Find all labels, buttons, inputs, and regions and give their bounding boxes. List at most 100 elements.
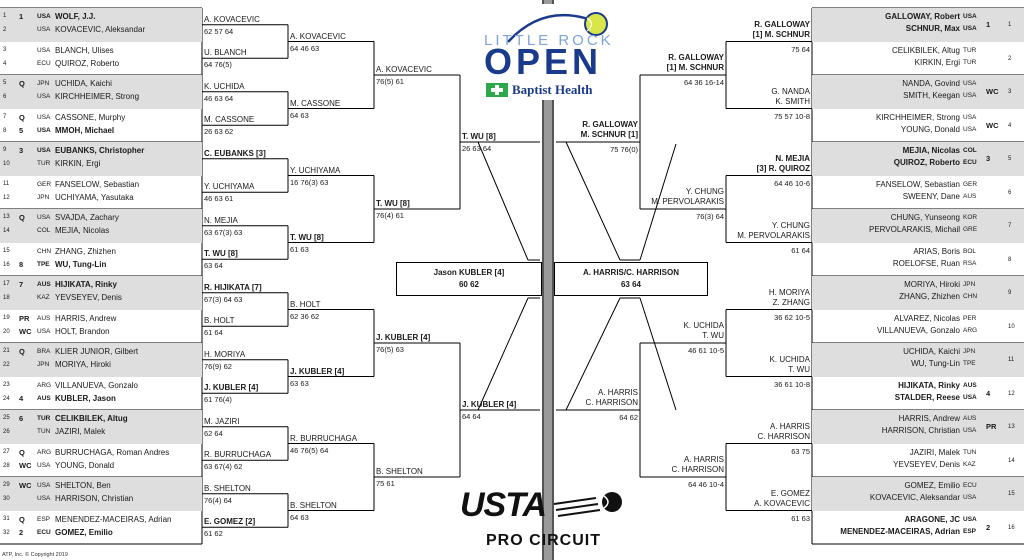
r2-winner[interactable]: N. MEJIA bbox=[204, 215, 238, 225]
r2-winner[interactable]: M. JAZIRI bbox=[204, 416, 240, 426]
team-player-name[interactable]: STALDER, Reese bbox=[894, 392, 960, 402]
player-name[interactable]: WU, Tung-Lin bbox=[55, 259, 107, 269]
qf-winner[interactable]: A. KOVACEVIC bbox=[376, 65, 432, 74]
r2-winner[interactable]: K. SMITH bbox=[775, 96, 810, 106]
qf-winner[interactable]: M. PERVOLARAKIS bbox=[651, 197, 724, 206]
player-name[interactable]: KIRCHHEIMER, Strong bbox=[55, 92, 140, 101]
r2-winner[interactable]: [1] M. SCHNUR bbox=[752, 29, 810, 39]
r2-winner[interactable]: Y. CHUNG bbox=[771, 220, 810, 230]
team-player-name[interactable]: CHUNG, Yunseong bbox=[890, 213, 960, 222]
player-name[interactable]: KIRKIN, Ergi bbox=[55, 159, 101, 168]
final-right-winner[interactable]: A. HARRIS/C. HARRISON bbox=[582, 268, 679, 277]
team-player-name[interactable]: JAZIRI, Malek bbox=[909, 447, 960, 457]
player-name[interactable]: HARRIS, Andrew bbox=[55, 313, 117, 323]
r2-winner[interactable]: K. UCHIDA bbox=[769, 354, 810, 364]
player-name[interactable]: UCHIDA, Kaichi bbox=[55, 79, 112, 88]
r2-winner[interactable]: J. KUBLER [4] bbox=[204, 383, 259, 393]
r3-winner[interactable]: M. CASSONE bbox=[290, 98, 341, 108]
player-name[interactable]: BLANCH, Ulises bbox=[55, 45, 114, 55]
r3-winner[interactable]: J. KUBLER [4] bbox=[290, 366, 345, 376]
team-player-name[interactable]: ALVAREZ, Nicolas bbox=[894, 313, 960, 323]
r2-winner[interactable]: K. UCHIDA bbox=[204, 81, 245, 91]
team-player-name[interactable]: ROELOFSE, Ruan bbox=[892, 258, 960, 268]
team-player-name[interactable]: WU, Tung-Lin bbox=[911, 359, 960, 368]
final-left-winner[interactable]: Jason KUBLER [4] bbox=[433, 268, 505, 277]
r3-winner[interactable]: R. BURRUCHAGA bbox=[290, 433, 358, 443]
r2-winner[interactable]: A. KOVACEVIC bbox=[204, 14, 260, 24]
player-name[interactable]: WOLF, J.J. bbox=[55, 12, 96, 21]
player-name[interactable]: ZHANG, Zhizhen bbox=[55, 246, 116, 256]
player-name[interactable]: MENENDEZ-MACEIRAS, Adrian bbox=[55, 514, 172, 524]
qf-winner[interactable]: A. HARRIS bbox=[683, 455, 724, 464]
player-name[interactable]: MEJIA, Nicolas bbox=[55, 226, 110, 235]
r2-winner[interactable]: N. MEJIA bbox=[775, 153, 810, 163]
qf-winner[interactable]: C. HARRISON bbox=[671, 465, 724, 474]
team-player-name[interactable]: MORIYA, Hiroki bbox=[904, 280, 960, 289]
qf-winner[interactable]: [1] M. SCHNUR bbox=[666, 63, 724, 72]
team-player-name[interactable]: ARIAS, Boris bbox=[913, 246, 960, 256]
team-player-name[interactable]: HIJIKATA, Rinky bbox=[898, 380, 960, 390]
r2-winner[interactable]: E. GOMEZ [2] bbox=[204, 517, 256, 527]
player-name[interactable]: QUIROZ, Roberto bbox=[55, 58, 120, 68]
player-name[interactable]: FANSELOW, Sebastian bbox=[55, 179, 140, 189]
team-player-name[interactable]: SWEENY, Dane bbox=[902, 191, 960, 201]
player-name[interactable]: SVAJDA, Zachary bbox=[55, 213, 119, 222]
r3-winner[interactable]: B. SHELTON bbox=[290, 500, 337, 510]
r2-winner[interactable]: E. GOMEZ bbox=[770, 488, 810, 498]
r2-winner[interactable]: Z. ZHANG bbox=[772, 297, 810, 307]
qf-winner[interactable]: R. GALLOWAY bbox=[668, 53, 724, 62]
team-player-name[interactable]: GOMEZ, Emilio bbox=[904, 481, 960, 490]
team-player-name[interactable]: FANSELOW, Sebastian bbox=[875, 179, 960, 189]
r2-winner[interactable]: T. WU [8] bbox=[204, 249, 238, 259]
player-name[interactable]: HARRISON, Christian bbox=[55, 494, 134, 503]
player-name[interactable]: HIJIKATA, Rinky bbox=[55, 280, 117, 289]
player-name[interactable]: MMOH, Michael bbox=[55, 125, 115, 135]
qf-winner[interactable]: B. SHELTON bbox=[376, 467, 423, 476]
team-player-name[interactable]: ARAGONE, JC bbox=[904, 514, 960, 524]
sf-winner[interactable]: C. HARRISON bbox=[585, 398, 638, 407]
r2-winner[interactable]: A. KOVACEVIC bbox=[754, 498, 810, 508]
r2-winner[interactable]: R. HIJIKATA [7] bbox=[204, 282, 262, 292]
team-player-name[interactable]: VILLANUEVA, Gonzalo bbox=[876, 325, 960, 335]
r3-winner[interactable]: B. HOLT bbox=[290, 299, 321, 309]
team-player-name[interactable]: SMITH, Keegan bbox=[903, 91, 960, 100]
team-player-name[interactable]: GALLOWAY, Robert bbox=[885, 12, 960, 21]
r2-winner[interactable]: U. BLANCH bbox=[204, 48, 247, 58]
r2-winner[interactable]: H. MORIYA bbox=[204, 349, 246, 359]
team-player-name[interactable]: NANDA, Govind bbox=[902, 79, 960, 88]
team-player-name[interactable]: YOUNG, Donald bbox=[900, 124, 960, 134]
qf-winner[interactable]: T. WU [8] bbox=[376, 199, 410, 208]
r2-winner[interactable]: C. EUBANKS [3] bbox=[204, 148, 266, 158]
player-name[interactable]: CELIKBILEK, Altug bbox=[55, 414, 128, 423]
player-name[interactable]: YOUNG, Donald bbox=[55, 460, 115, 470]
r3-winner[interactable]: T. WU [8] bbox=[290, 232, 324, 242]
team-player-name[interactable]: HARRIS, Andrew bbox=[898, 414, 960, 423]
team-player-name[interactable]: ZHANG, Zhizhen bbox=[899, 292, 960, 301]
r2-winner[interactable]: [3] R. QUIROZ bbox=[756, 163, 810, 173]
player-name[interactable]: JAZIRI, Malek bbox=[55, 427, 106, 436]
r2-winner[interactable]: M. PERVOLARAKIS bbox=[737, 230, 810, 240]
r3-winner[interactable]: A. KOVACEVIC bbox=[290, 31, 346, 41]
r2-winner[interactable]: H. MORIYA bbox=[768, 287, 810, 297]
r3-winner[interactable]: Y. UCHIYAMA bbox=[290, 165, 341, 175]
team-player-name[interactable]: CELIKBILEK, Altug bbox=[891, 45, 960, 55]
qf-winner[interactable]: J. KUBLER [4] bbox=[376, 333, 431, 342]
sf-winner[interactable]: R. GALLOWAY bbox=[582, 120, 638, 129]
player-name[interactable]: EUBANKS, Christopher bbox=[55, 146, 145, 155]
r2-winner[interactable]: R. GALLOWAY bbox=[754, 19, 810, 29]
team-player-name[interactable]: PERVOLARAKIS, Michail bbox=[869, 225, 960, 234]
r2-winner[interactable]: R. BURRUCHAGA bbox=[204, 450, 272, 460]
team-player-name[interactable]: MENENDEZ-MACEIRAS, Adrian bbox=[840, 526, 960, 536]
team-player-name[interactable]: YEVSEYEV, Denis bbox=[893, 459, 960, 469]
player-name[interactable]: BURRUCHAGA, Roman Andres bbox=[55, 447, 170, 457]
r2-winner[interactable]: Y. UCHIYAMA bbox=[204, 182, 255, 192]
qf-winner[interactable]: T. WU bbox=[702, 331, 724, 340]
team-player-name[interactable]: QUIROZ, Roberto bbox=[893, 158, 960, 167]
sf-winner[interactable]: A. HARRIS bbox=[597, 388, 638, 397]
sf-winner[interactable]: T. WU [8] bbox=[462, 132, 496, 141]
r2-winner[interactable]: M. CASSONE bbox=[204, 115, 255, 125]
team-player-name[interactable]: MEJIA, Nicolas bbox=[902, 146, 960, 155]
player-name[interactable]: YEVSEYEV, Denis bbox=[55, 293, 122, 302]
player-name[interactable]: GOMEZ, Emilio bbox=[55, 527, 113, 537]
r2-winner[interactable]: G. NANDA bbox=[771, 86, 810, 96]
